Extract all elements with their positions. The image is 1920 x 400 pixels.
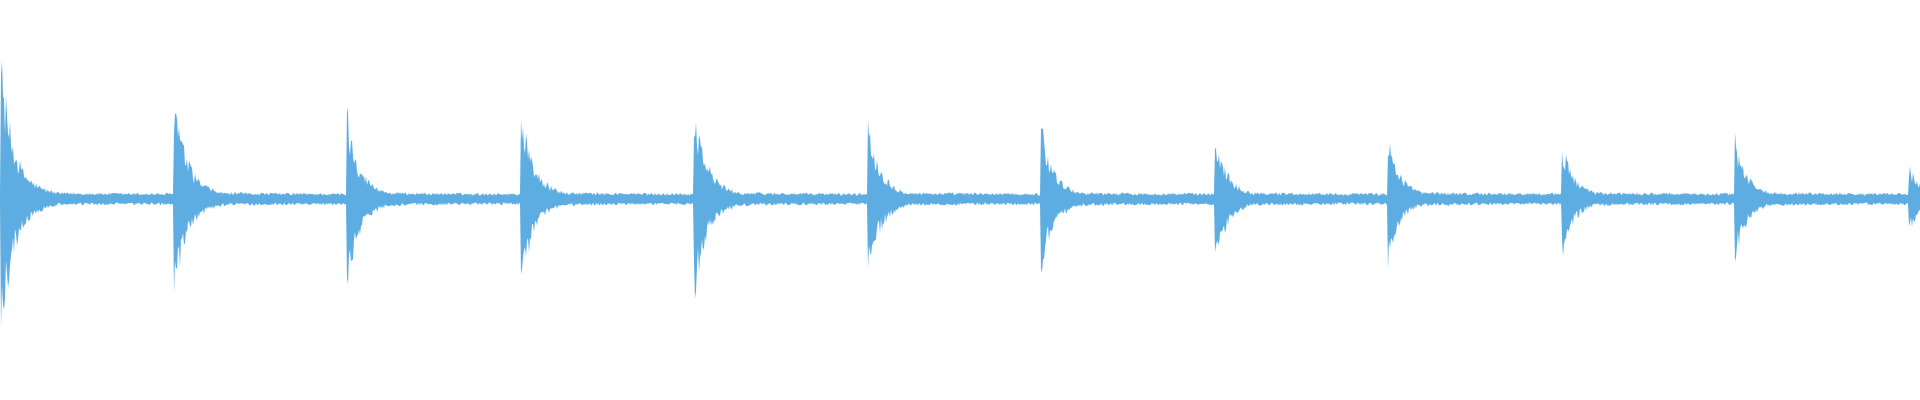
waveform-envelope: [0, 61, 1920, 330]
